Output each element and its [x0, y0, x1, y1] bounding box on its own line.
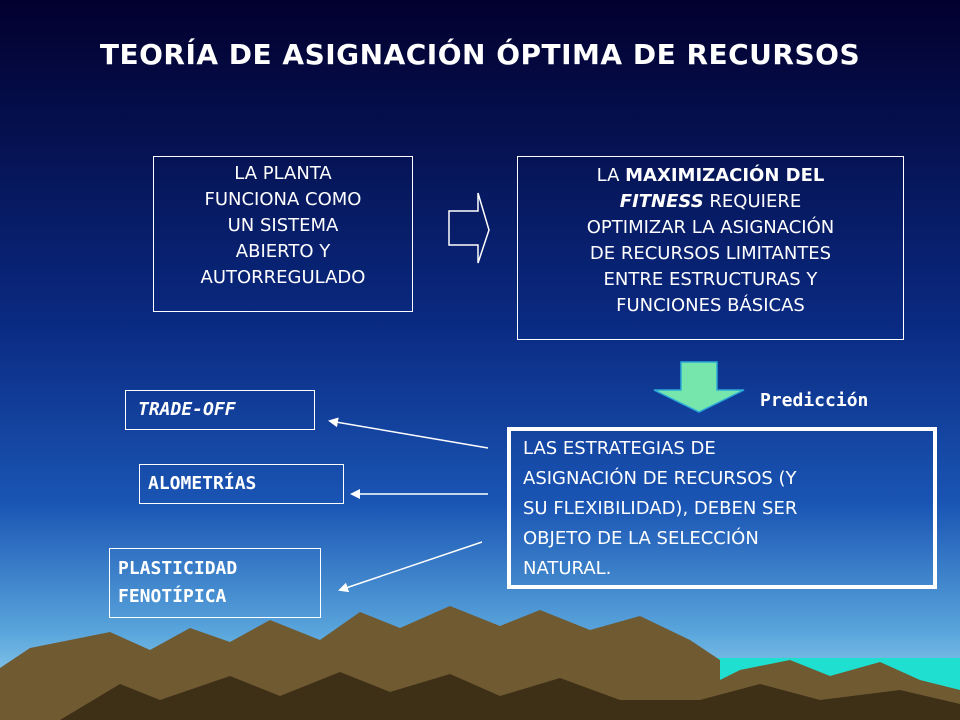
plasticidad-line: FENOTÍPICA	[118, 586, 227, 607]
maxim-line: FUNCIONES BÁSICAS	[616, 295, 805, 316]
box-alometrias: ALOMETRÍAS	[139, 464, 344, 504]
page-title: TEORÍA DE ASIGNACIÓN ÓPTIMA DE RECURSOS	[99, 38, 861, 71]
mountain-shadows	[60, 672, 960, 720]
down-arrow-prediction	[653, 361, 745, 413]
maxim-pre: LA	[596, 165, 626, 186]
box-trade-off: TRADE-OFF	[125, 390, 315, 430]
prediction-label: Predicción	[760, 390, 869, 411]
planta-line: AUTORREGULADO	[200, 267, 366, 288]
maxim-bold: MAXIMIZACIÓN DEL	[625, 165, 825, 186]
estrategias-line: SU FLEXIBILIDAD), DEBEN SER	[523, 498, 798, 519]
maxim-line-2: FITNESS REQUIERE	[518, 189, 903, 215]
box-planta-sistema: LA PLANTA FUNCIONA COMO UN SISTEMA ABIER…	[153, 156, 413, 312]
box-estrategias-asignacion: LAS ESTRATEGIAS DE ASIGNACIÓN DE RECURSO…	[507, 427, 937, 589]
maxim-line: DE RECURSOS LIMITANTES	[589, 243, 832, 264]
estrategias-line: LAS ESTRATEGIAS DE	[523, 438, 716, 459]
plasticidad-line: PLASTICIDAD	[118, 558, 238, 579]
planta-line: ABIERTO Y	[235, 241, 331, 262]
right-arrow-outline	[448, 192, 490, 264]
maxim-post: REQUIERE	[703, 191, 802, 212]
estrategias-line: NATURAL.	[523, 558, 612, 579]
maxim-line-1: LA MAXIMIZACIÓN DEL	[518, 163, 903, 189]
maxim-line: ENTRE ESTRUCTURAS Y	[603, 269, 818, 290]
planta-line: UN SISTEMA	[227, 215, 339, 236]
arrow-to-tradeoff	[328, 417, 489, 449]
arrow-to-plasticidad	[338, 541, 483, 593]
estrategias-line: ASIGNACIÓN DE RECURSOS (Y	[523, 468, 797, 489]
estrategias-line: OBJETO DE LA SELECCIÓN	[523, 528, 759, 549]
box-plasticidad-fenotipica: PLASTICIDAD FENOTÍPICA	[109, 548, 321, 618]
box-maximizacion-fitness: LA MAXIMIZACIÓN DEL FITNESS REQUIERE OPT…	[517, 156, 904, 340]
planta-line: LA PLANTA	[234, 163, 332, 184]
maxim-line: OPTIMIZAR LA ASIGNACIÓN	[586, 217, 835, 238]
fitness-word: FITNESS	[619, 191, 704, 212]
planta-line: FUNCIONA COMO	[204, 189, 362, 210]
